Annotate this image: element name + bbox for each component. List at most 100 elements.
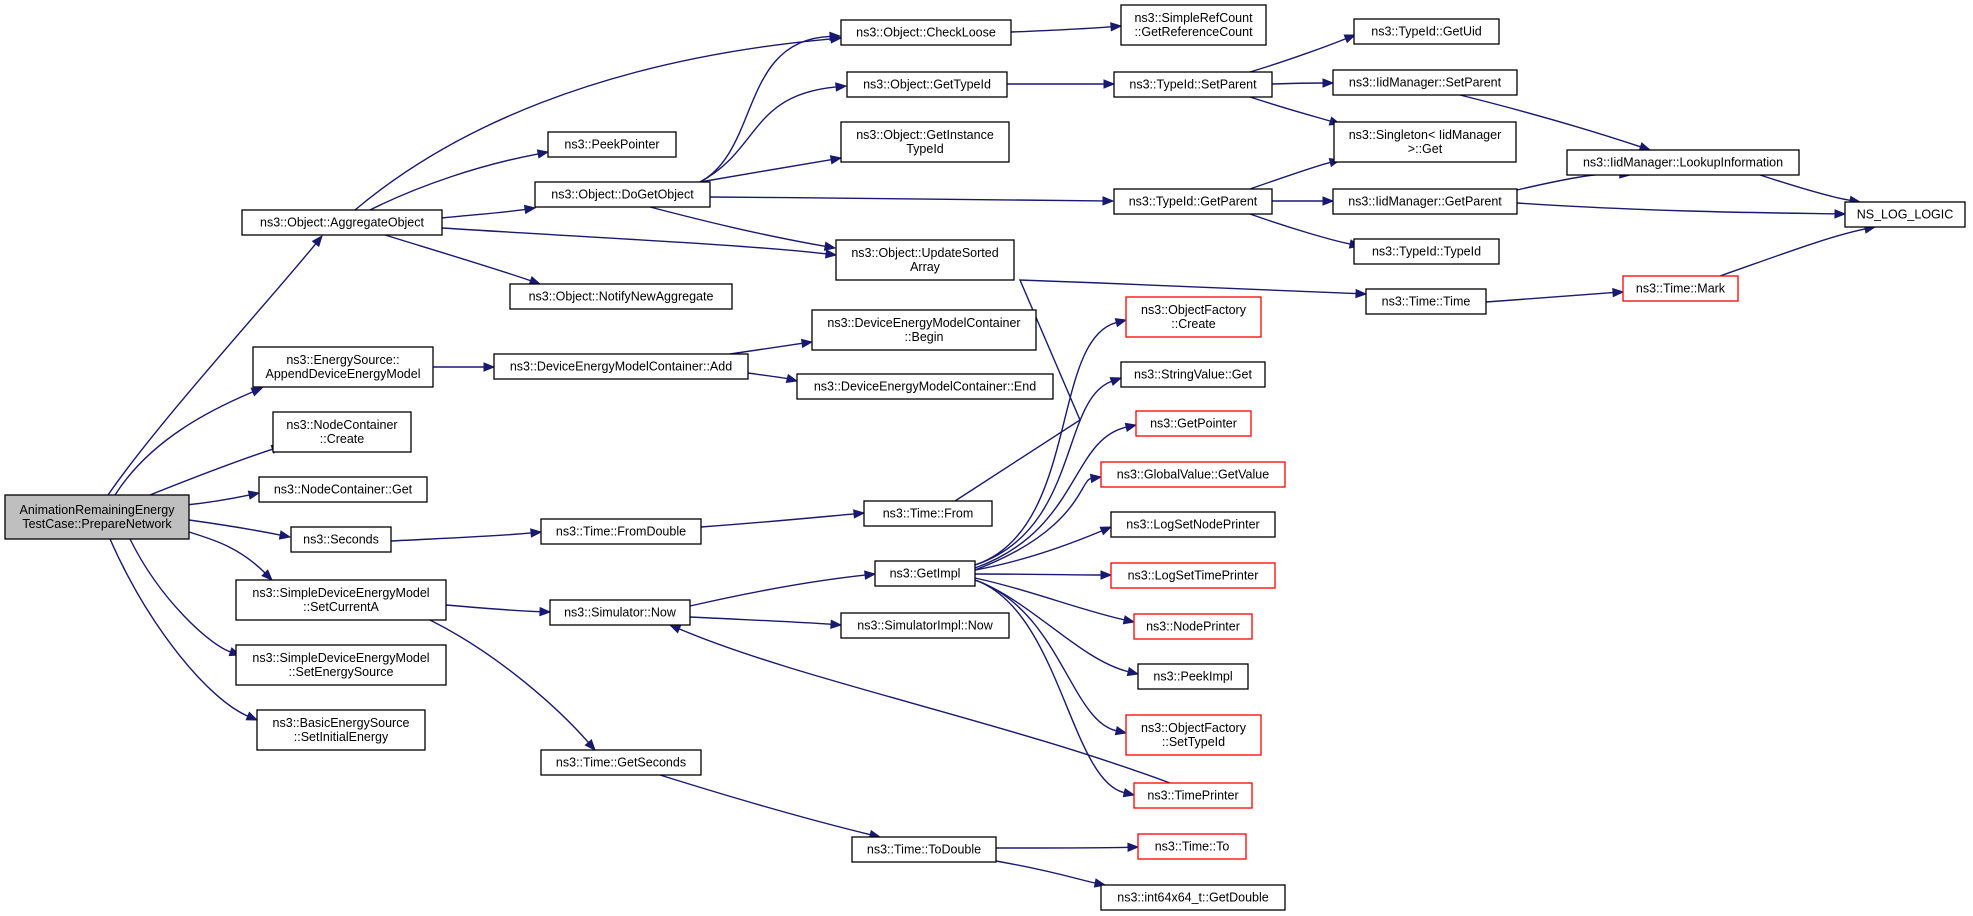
edge-line (649, 206, 826, 247)
node-box (1365, 288, 1487, 315)
node-time-to[interactable]: ns3::Time::To (1137, 833, 1247, 860)
node-tid-getuid[interactable]: ns3::TypeId::GetUid (1353, 18, 1500, 45)
edge-iid-getparent-to-ns-log-logic (1516, 202, 1847, 219)
node-logsetnode[interactable]: ns3::LogSetNodePrinter (1110, 511, 1276, 538)
node-box (509, 283, 733, 310)
edge-line (109, 538, 249, 717)
edge-time-from-to-time-time (954, 279, 1368, 502)
node-iid-getparent[interactable]: ns3::IidManager::GetParent (1332, 188, 1518, 215)
node-label: TestCase::PrepareNetwork (22, 517, 172, 531)
node-box (241, 209, 443, 236)
node-label: ns3::Time::Mark (1636, 282, 1726, 296)
node-checkloose[interactable]: ns3::Object::CheckLoose (840, 19, 1012, 46)
node-box (540, 518, 702, 545)
node-tid-setparent[interactable]: ns3::TypeId::SetParent (1113, 71, 1273, 98)
edge-line (1249, 96, 1331, 122)
node-getseconds[interactable]: ns3::Time::GetSeconds (540, 749, 702, 776)
node-dem-end[interactable]: ns3::DeviceEnergyModelContainer::End (796, 373, 1054, 400)
edge-getimpl-to-of-settypeid (974, 579, 1128, 736)
node-label: Array (910, 260, 941, 274)
edge-root-to-setcurrent (188, 531, 273, 581)
node-dem-add[interactable]: ns3::DeviceEnergyModelContainer::Add (493, 353, 749, 380)
node-getpointer[interactable]: ns3::GetPointer (1135, 410, 1252, 437)
node-of-settypeid[interactable]: ns3::ObjectFactory::SetTypeId (1125, 714, 1262, 756)
node-notify[interactable]: ns3::Object::NotifyNewAggregate (509, 283, 733, 310)
arrowhead (1110, 22, 1123, 32)
node-i64getdouble[interactable]: ns3::int64x64_t::GetDouble (1100, 884, 1286, 911)
node-label: ns3::GlobalValue::GetValue (1117, 468, 1269, 482)
node-ns-log-logic[interactable]: NS_LOG_LOGIC (1844, 201, 1966, 228)
edge-line (659, 774, 871, 836)
node-label: ::SetInitialEnergy (294, 730, 389, 744)
node-iid-setparent[interactable]: ns3::IidManager::SetParent (1332, 69, 1518, 96)
arrowhead (245, 711, 259, 721)
node-peekimpl[interactable]: ns3::PeekImpl (1137, 663, 1249, 690)
node-label: ns3::Object::UpdateSorted (851, 246, 998, 260)
node-todouble[interactable]: ns3::Time::ToDouble (851, 836, 997, 863)
node-simnow[interactable]: ns3::Simulator::Now (549, 599, 691, 626)
node-nc-create[interactable]: ns3::NodeContainer::Create (272, 411, 412, 453)
node-label: ns3::Seconds (303, 533, 379, 547)
node-label: ns3::Object::GetInstance (856, 128, 994, 142)
edge-line (1249, 38, 1346, 73)
node-label: ns3::Simulator::Now (564, 606, 677, 620)
node-sv-get[interactable]: ns3::StringValue::Get (1120, 361, 1266, 388)
node-time-from[interactable]: ns3::Time::From (863, 500, 993, 527)
node-simimplnow[interactable]: ns3::SimulatorImpl::Now (840, 612, 1010, 639)
node-dogetobj[interactable]: ns3::Object::DoGetObject (534, 181, 711, 208)
node-srefcount[interactable]: ns3::SimpleRefCount::GetReferenceCount (1120, 4, 1267, 46)
node-peekptr[interactable]: ns3::PeekPointer (547, 131, 677, 158)
node-gv-getvalue[interactable]: ns3::GlobalValue::GetValue (1100, 461, 1286, 488)
node-setinit[interactable]: ns3::BasicEnergySource::SetInitialEnergy (256, 709, 426, 751)
node-box (1100, 461, 1286, 488)
node-tid-getparent[interactable]: ns3::TypeId::GetParent (1113, 188, 1273, 215)
edge-line (747, 372, 788, 380)
node-box (4, 494, 190, 540)
arrowhead (1122, 615, 1136, 625)
node-box (540, 749, 702, 776)
arrowhead (1322, 78, 1335, 88)
node-nodeprinter[interactable]: ns3::NodePrinter (1133, 613, 1253, 640)
node-label: ns3::TypeId::SetParent (1129, 78, 1257, 92)
node-logsettime[interactable]: ns3::LogSetTimePrinter (1110, 562, 1276, 589)
edge-line (384, 234, 531, 282)
edge-line (149, 448, 273, 496)
node-time-mark[interactable]: ns3::Time::Mark (1622, 275, 1739, 302)
node-box (1332, 188, 1518, 215)
edges-layer (107, 22, 1877, 888)
node-label: ns3::SimpleDeviceEnergyModel (252, 586, 429, 600)
node-gettypeid[interactable]: ns3::Object::GetTypeId (846, 71, 1008, 98)
node-setsource[interactable]: ns3::SimpleDeviceEnergyModel::SetEnergyS… (235, 644, 447, 686)
node-dem-begin[interactable]: ns3::DeviceEnergyModelContainer::Begin (811, 309, 1037, 351)
node-label: ns3::Time::ToDouble (867, 843, 981, 857)
node-fromdouble[interactable]: ns3::Time::FromDouble (540, 518, 702, 545)
node-label: ns3::StringValue::Get (1134, 368, 1252, 382)
arrowhead (536, 149, 550, 159)
node-root[interactable]: AnimationRemainingEnergyTestCase::Prepar… (4, 494, 190, 540)
node-nc-get[interactable]: ns3::NodeContainer::Get (258, 476, 428, 503)
edge-line (974, 579, 1117, 732)
node-setcurrent[interactable]: ns3::SimpleDeviceEnergyModel::SetCurrent… (235, 579, 447, 621)
node-getimpl[interactable]: ns3::GetImpl (874, 560, 976, 587)
node-label: ns3::int64x64_t::GetDouble (1117, 891, 1269, 905)
node-seconds[interactable]: ns3::Seconds (290, 526, 392, 553)
node-label: ns3::DeviceEnergyModelContainer::Add (510, 360, 732, 374)
edge-line (678, 628, 1171, 784)
node-of-create[interactable]: ns3::ObjectFactory::Create (1125, 296, 1262, 338)
node-append[interactable]: ns3::EnergySource::AppendDeviceEnergyMod… (252, 346, 434, 388)
node-iid-lookup[interactable]: ns3::IidManager::LookupInformation (1566, 149, 1800, 176)
node-label: ns3::Singleton< IidManager (1349, 128, 1502, 142)
node-label: AppendDeviceEnergyModel (266, 367, 421, 381)
arrowhead (830, 619, 843, 629)
node-aggregate[interactable]: ns3::Object::AggregateObject (241, 209, 443, 236)
node-label: ns3::BasicEnergySource (273, 716, 410, 730)
edge-line (390, 532, 532, 542)
node-timeprinter[interactable]: ns3::TimePrinter (1133, 782, 1253, 809)
node-singleton-get[interactable]: ns3::Singleton< IidManager>::Get (1333, 121, 1517, 163)
node-time-time[interactable]: ns3::Time::Time (1365, 288, 1487, 315)
node-box (1566, 149, 1800, 176)
node-tid-typeid[interactable]: ns3::TypeId::TypeId (1353, 238, 1500, 265)
edge-getimpl-to-of-create (974, 318, 1128, 566)
